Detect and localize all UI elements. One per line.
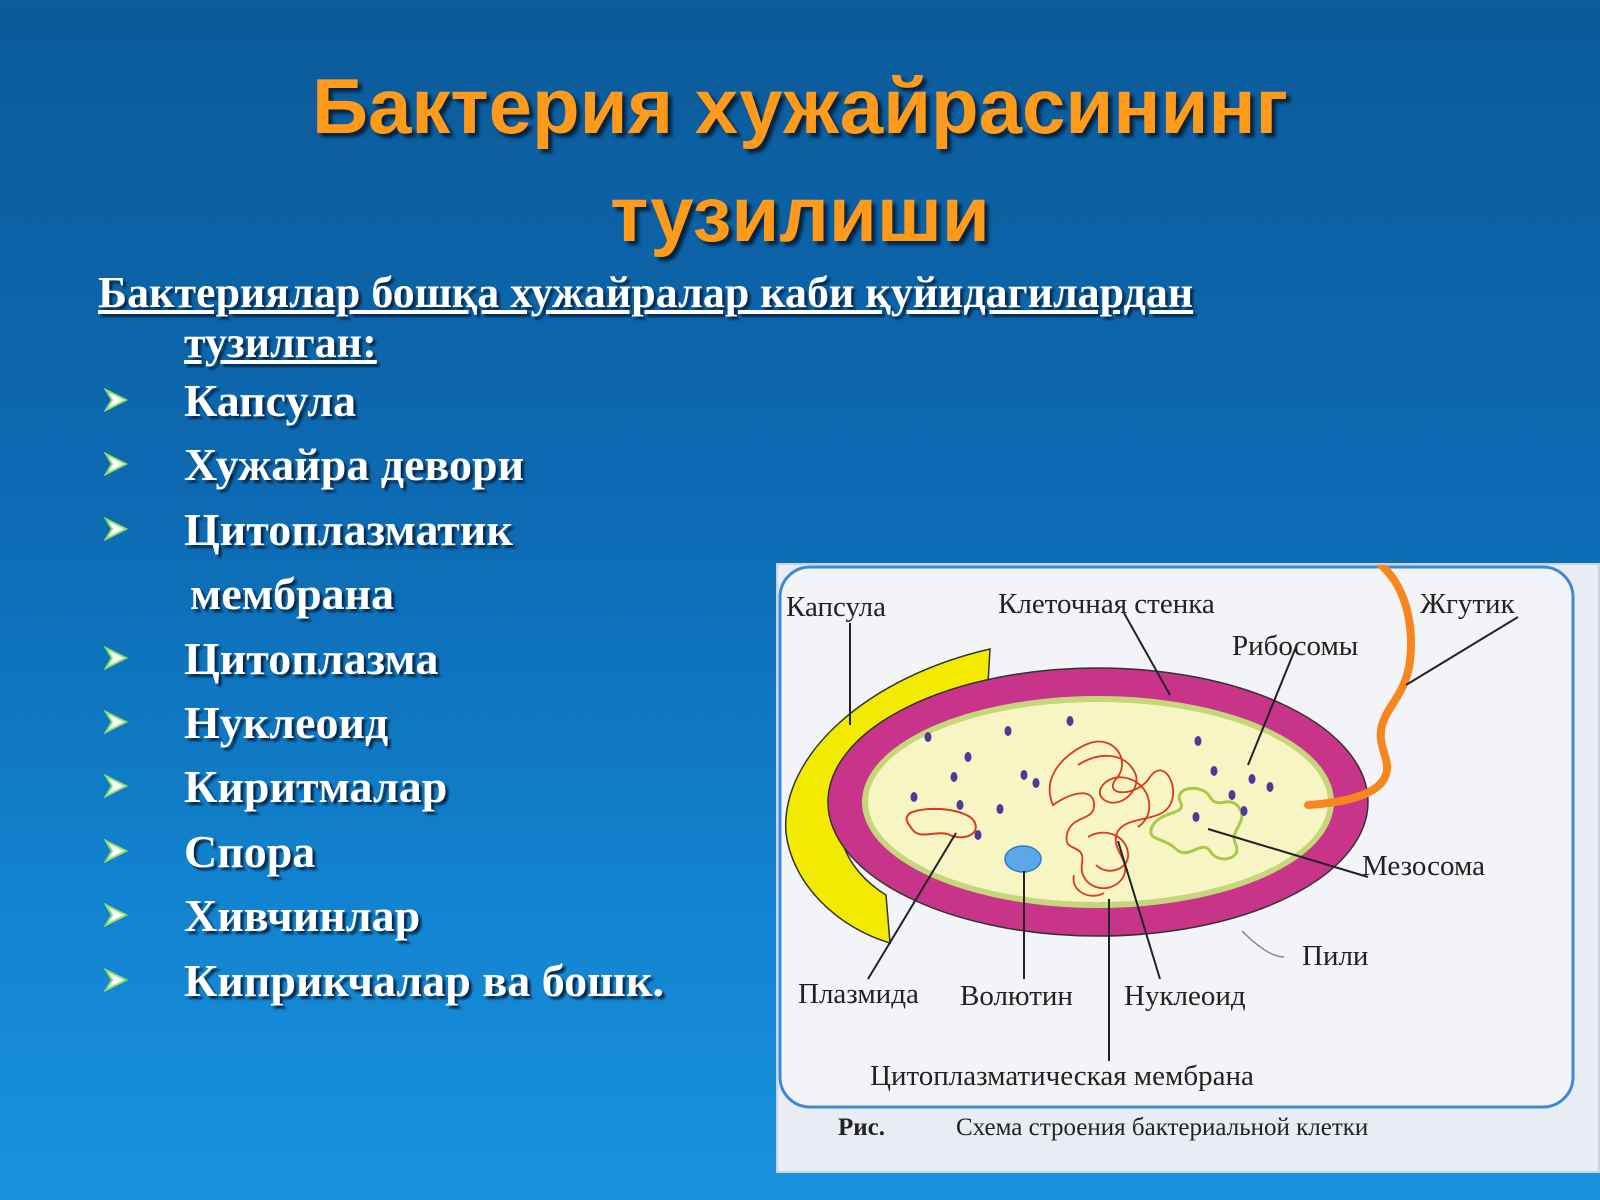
- arrowhead-bullet-icon: [104, 838, 128, 863]
- flagellum-shape: [1304, 565, 1415, 809]
- title-line-2: тузилиши: [610, 170, 990, 258]
- ribosome-dot: [1228, 790, 1236, 800]
- list-item-label: Цитоплазматик: [184, 503, 513, 555]
- arrowhead-bullet-icon: [104, 903, 128, 928]
- ribosome-dot: [950, 772, 958, 782]
- list-item-label: Киприкчалар ва бошк.: [184, 954, 664, 1006]
- ribosome-dot: [1066, 716, 1074, 726]
- label-volutin: Волютин: [960, 980, 1073, 1012]
- label-mesosome: Мезосома: [1362, 850, 1485, 882]
- caption-text: Схема строения бактериальной клетки: [956, 1114, 1368, 1141]
- intro-text: Бактериялар бошқа хужайралар каби қуйида…: [98, 268, 1498, 368]
- label-pili: Пили: [1302, 940, 1368, 972]
- ribosome-dot: [1210, 766, 1218, 776]
- ribosome-dot: [1240, 806, 1248, 816]
- ribosome-dot: [1192, 812, 1200, 822]
- arrowhead-bullet-icon: [104, 388, 128, 412]
- ribosome-dot: [1032, 778, 1040, 788]
- label-membrane: Цитоплазматическая мембрана: [870, 1060, 1254, 1092]
- title-line-1: Бактерия хужайрасининг: [311, 62, 1289, 150]
- arrowhead-bullet-icon: [104, 967, 128, 992]
- nucleoid-shape: [1048, 740, 1175, 897]
- pili-shape: [1241, 930, 1285, 958]
- ribosome-dot: [1266, 782, 1274, 792]
- leader-lines: [849, 612, 1519, 1061]
- label-capsule: Капсула: [786, 591, 886, 623]
- label-ribosomes: Рибосомы: [1232, 630, 1358, 662]
- arrowhead-bullet-icon: [104, 452, 128, 477]
- list-item-label: Капсула: [184, 375, 357, 426]
- bacterial-cell-figure: Капсула Клеточная стенка Жгутик Рибосомы…: [776, 563, 1600, 1173]
- cytoplasm-shape: [868, 702, 1328, 902]
- ribosome-dot: [956, 800, 964, 810]
- list-item-label: Нуклеоид: [184, 696, 389, 748]
- list-item-label: Киритмалар: [184, 761, 448, 813]
- arrowhead-bullet-icon: [104, 645, 128, 670]
- list-item-label: Хивчинлар: [184, 890, 421, 942]
- ribosome-dot: [910, 792, 918, 802]
- ribosome-dot: [924, 732, 932, 742]
- ribosome-dot: [1020, 770, 1028, 780]
- list-item-label: мембрана: [190, 568, 395, 620]
- arrowhead-bullet-icon: [104, 774, 128, 799]
- ribosome-dot: [1004, 726, 1012, 736]
- volutin-shape: [1004, 845, 1042, 873]
- list-item-label: Спора: [184, 825, 316, 877]
- label-cell-wall: Клеточная стенка: [998, 588, 1215, 620]
- ribosome-dot: [974, 830, 982, 840]
- list-item-label: Хужайра девори: [184, 439, 525, 491]
- intro-line-1: Бактериялар бошқа хужайралар каби қуйида…: [98, 268, 1194, 317]
- list-item-label: Цитоплазма: [184, 632, 439, 684]
- ribosome-dot: [1248, 774, 1256, 784]
- plasmid-shape: [905, 807, 977, 839]
- ribosome-dot: [996, 804, 1004, 814]
- ribosomes-group: [910, 716, 1274, 840]
- arrowhead-bullet-icon: [104, 709, 128, 734]
- cell-diagram: Капсула Клеточная стенка Жгутик Рибосомы…: [778, 565, 1575, 1141]
- ribosome-dot: [964, 752, 972, 762]
- label-nucleoid: Нуклеоид: [1124, 980, 1246, 1012]
- slide-title: Бактерия хужайрасининг тузилиши: [0, 52, 1600, 268]
- label-flagellum: Жгутик: [1420, 588, 1516, 620]
- intro-line-2: тузилган:: [184, 318, 377, 367]
- mesosome-shape: [1149, 786, 1244, 861]
- ribosome-dot: [1194, 736, 1202, 746]
- arrowhead-bullet-icon: [104, 516, 128, 541]
- caption-prefix: Рис.: [838, 1114, 885, 1141]
- label-plasmid: Плазмида: [798, 978, 919, 1010]
